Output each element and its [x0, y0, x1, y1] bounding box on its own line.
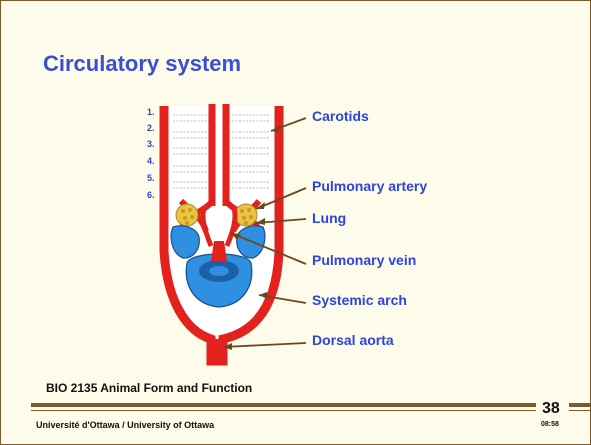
- dorsal-aorta: [211, 339, 223, 361]
- arch-number: 5.: [147, 173, 155, 183]
- arch-number: 3.: [147, 139, 155, 149]
- arch-number: 1.: [147, 107, 155, 117]
- label-pulmonary-artery: Pulmonary artery: [312, 178, 427, 194]
- label-carotids: Carotids: [312, 108, 369, 124]
- arch-number: 4.: [147, 156, 155, 166]
- university-name: Université d'Ottawa / University of Otta…: [36, 420, 214, 430]
- footer-rule-thick: [31, 403, 536, 407]
- arch-number: 2.: [147, 123, 155, 133]
- ventricle-chamber-inner: [209, 266, 229, 276]
- page-number: 38: [542, 400, 560, 418]
- footer-rule-right-thin: [569, 410, 591, 411]
- footer-rule-right-thick: [569, 403, 591, 407]
- label-lung: Lung: [312, 210, 346, 226]
- label-systemic-arch: Systemic arch: [312, 292, 407, 308]
- arch-number: 6.: [147, 190, 155, 200]
- label-dorsal-aorta: Dorsal aorta: [312, 332, 394, 348]
- arch-number-list: 1. 2. 3. 4. 5. 6.: [147, 107, 155, 200]
- label-pulmonary-vein: Pulmonary vein: [312, 252, 416, 268]
- footer-rule-thin: [31, 410, 536, 411]
- slide-time: 08:58: [541, 421, 559, 428]
- course-name: BIO 2135 Animal Form and Function: [46, 381, 252, 395]
